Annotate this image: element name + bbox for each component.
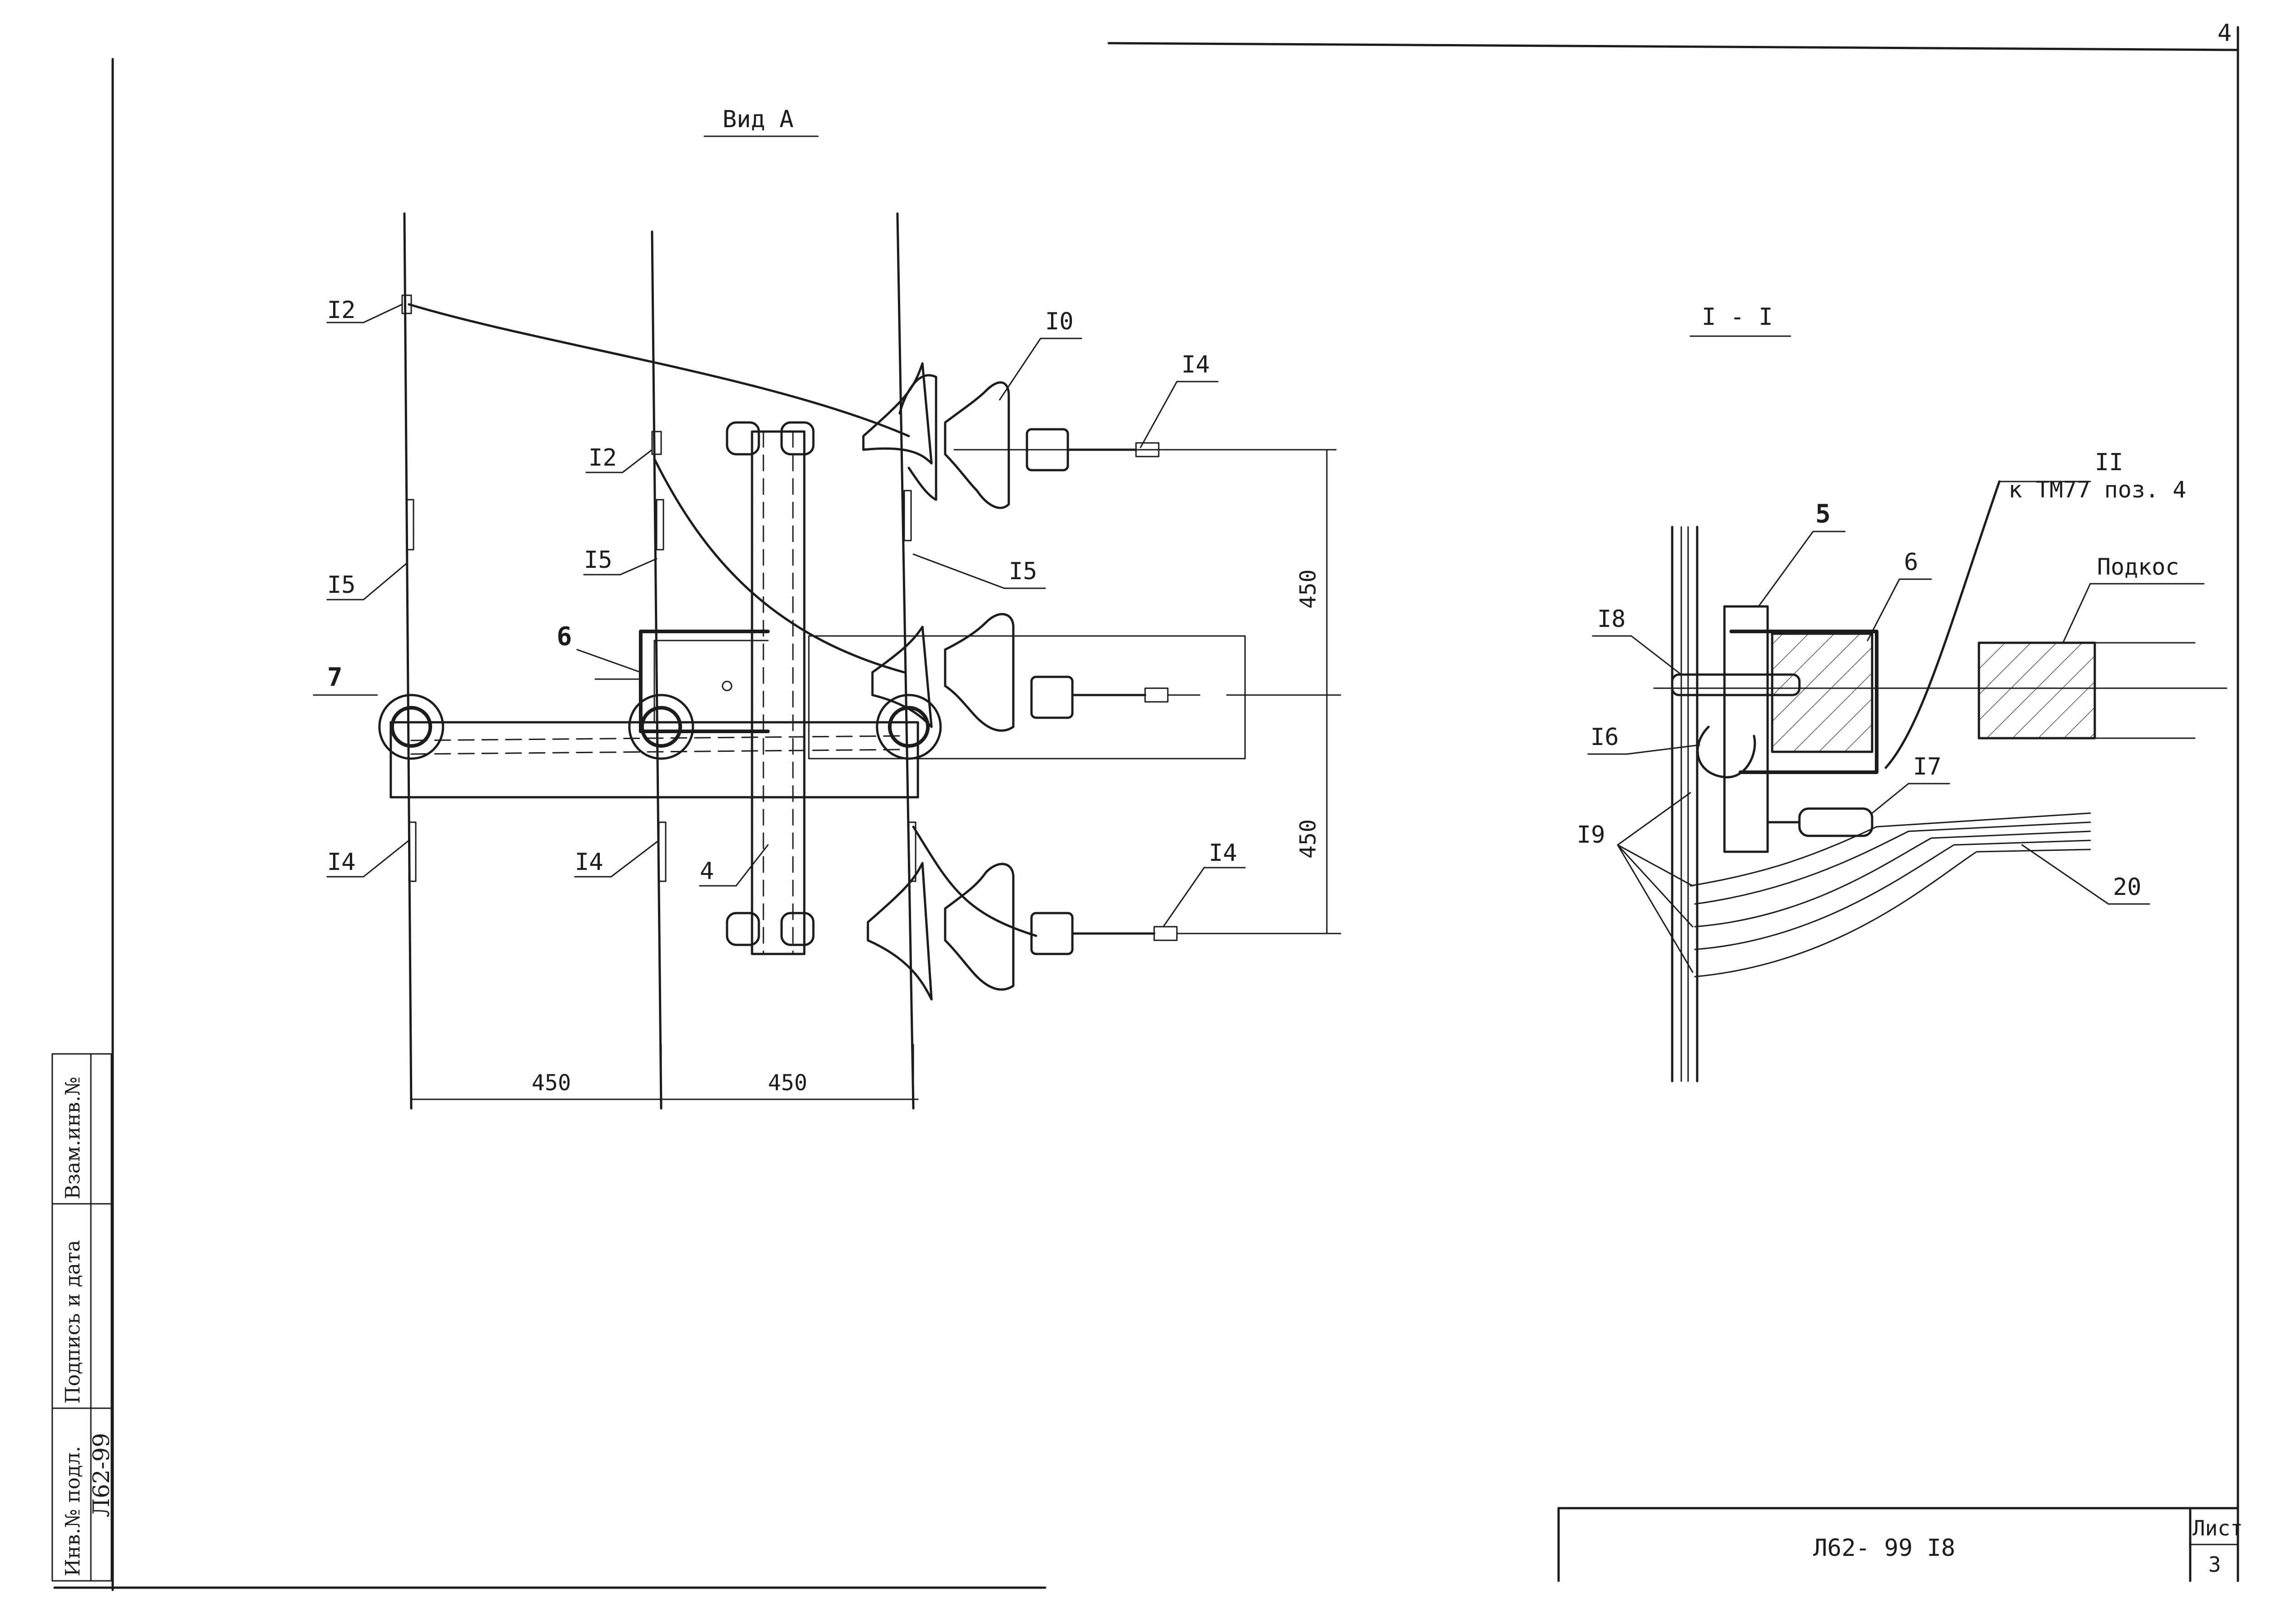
label-12-left: I2 — [327, 297, 356, 324]
label-17: I7 — [1913, 753, 1942, 780]
label-15-left: I5 — [327, 571, 356, 599]
label-15-middle: I5 — [584, 546, 613, 574]
jumper-wire-top — [408, 303, 910, 437]
view-a: Вид А — [313, 106, 1341, 1110]
label-15-right: I5 — [1009, 558, 1037, 585]
view-a-title: Вид А — [722, 106, 794, 133]
sheet-label: Лист — [2192, 1516, 2243, 1540]
label-16: I6 — [1590, 724, 1619, 751]
conductor-middle — [651, 230, 663, 1110]
strut-section — [1978, 641, 2096, 740]
label-11: II — [2095, 449, 2123, 476]
side-stamp: Инв.№ подл. Подпись и дата Взам.инв.№ Л6… — [51, 1053, 115, 1582]
dim-vertical-upper: 450 — [1295, 569, 1321, 609]
label-20: 20 — [2113, 874, 2142, 901]
insulator-string-top — [726, 362, 1191, 509]
label-4: 4 — [700, 858, 714, 885]
label-7: 7 — [327, 663, 343, 692]
conductor-left — [403, 212, 413, 1110]
crossarm-beam — [389, 721, 919, 799]
label-6-section: 6 — [1904, 549, 1918, 576]
dim-horizontal-right: 450 — [768, 1070, 807, 1096]
section-title: I - I — [1702, 303, 1773, 331]
label-podkos: Подкос — [2097, 554, 2179, 580]
stamp-inv-orig: Инв.№ подл. — [61, 1446, 85, 1576]
vertical-bracket — [751, 430, 806, 955]
bracket-5 — [1723, 605, 1769, 853]
section-u-clamp — [1729, 630, 1878, 774]
stamp-doc-code: Л62-99 — [88, 1433, 115, 1517]
label-12-middle: I2 — [588, 444, 617, 472]
sheet-value: 3 — [2208, 1552, 2221, 1577]
label-6-view-a: 6 — [557, 622, 572, 651]
label-14-top-right: I4 — [1181, 351, 1210, 378]
label-tm77-ref: к ТМ77 поз. 4 — [2008, 477, 2186, 503]
insulator-string-bottom — [726, 862, 1210, 1001]
label-18: I8 — [1597, 606, 1626, 633]
section-i-i: I - I — [1577, 303, 2227, 1083]
dim-horizontal-left: 450 — [532, 1070, 571, 1096]
title-block: Л62- 99 I8 Лист 3 — [1557, 1507, 2243, 1582]
sheet-number: 4 — [2217, 20, 2232, 47]
doc-code: Л62- 99 I8 — [1813, 1535, 1955, 1562]
label-14-middle: I4 — [575, 849, 603, 876]
label-14-left: I4 — [327, 849, 356, 876]
stamp-vzam: Взам.инв.№ — [61, 1077, 85, 1199]
sheet-frame — [53, 26, 2239, 1591]
u-clamp — [639, 630, 770, 733]
label-19: I9 — [1577, 821, 1605, 849]
crossarm-section — [1771, 632, 1873, 753]
stamp-sign-date: Подпись и дата — [61, 1240, 85, 1404]
dim-vertical-lower: 450 — [1295, 819, 1321, 859]
label-5-section: 5 — [1815, 499, 1831, 529]
jumper-wire-bottom — [912, 825, 1037, 937]
jumper-wire-middle — [653, 457, 906, 674]
label-14-bottom-right: I4 — [1209, 839, 1237, 867]
ring-left — [378, 694, 444, 760]
label-10: I0 — [1045, 308, 1074, 335]
ring-middle — [628, 694, 694, 760]
conductor-right — [896, 212, 915, 1110]
insulator-string-middle — [808, 613, 1246, 760]
